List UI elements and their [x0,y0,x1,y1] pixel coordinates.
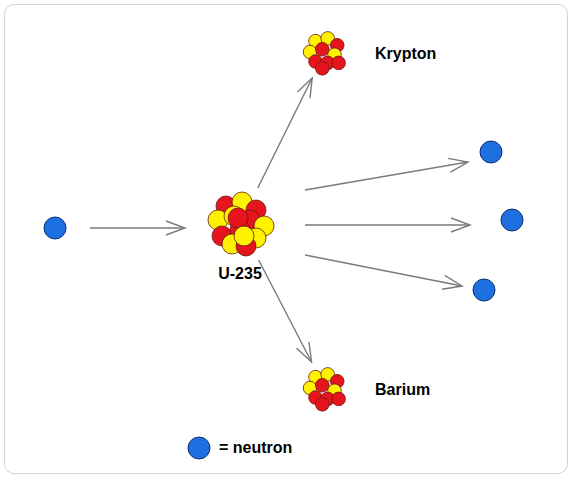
nucleus: Krypton [299,26,351,78]
element-label: U-235 [218,266,262,282]
neutron [473,279,495,301]
nucleon [332,392,346,406]
element-label: Krypton [375,46,436,62]
nucleus-drawing [204,188,276,260]
legend-swatch-box [187,436,211,460]
neutron-arrow [305,255,462,286]
element-label: Barium [375,382,430,398]
nucleon [315,62,329,76]
legend: = neutron [187,436,292,460]
nucleon [332,56,346,70]
neutron [44,217,66,239]
incoming-arrow [90,227,185,228]
legend-swatch [188,437,210,459]
neutron-arrow [305,162,468,190]
neutron-arrow [305,224,470,225]
fission-arrow [259,260,312,362]
neutron [480,141,502,163]
nucleus-drawing [299,26,351,78]
neutron [501,209,523,231]
nucleus: Barium [299,362,351,414]
nucleus-drawing [299,362,351,414]
nucleon [228,208,248,228]
nucleon [234,226,254,246]
nucleus: U-235 [204,188,276,260]
nucleon [315,378,329,392]
legend-text: = neutron [219,439,292,457]
nucleon [315,398,329,412]
frame [4,4,568,474]
nucleon [315,42,329,56]
fission-arrow [258,78,312,188]
